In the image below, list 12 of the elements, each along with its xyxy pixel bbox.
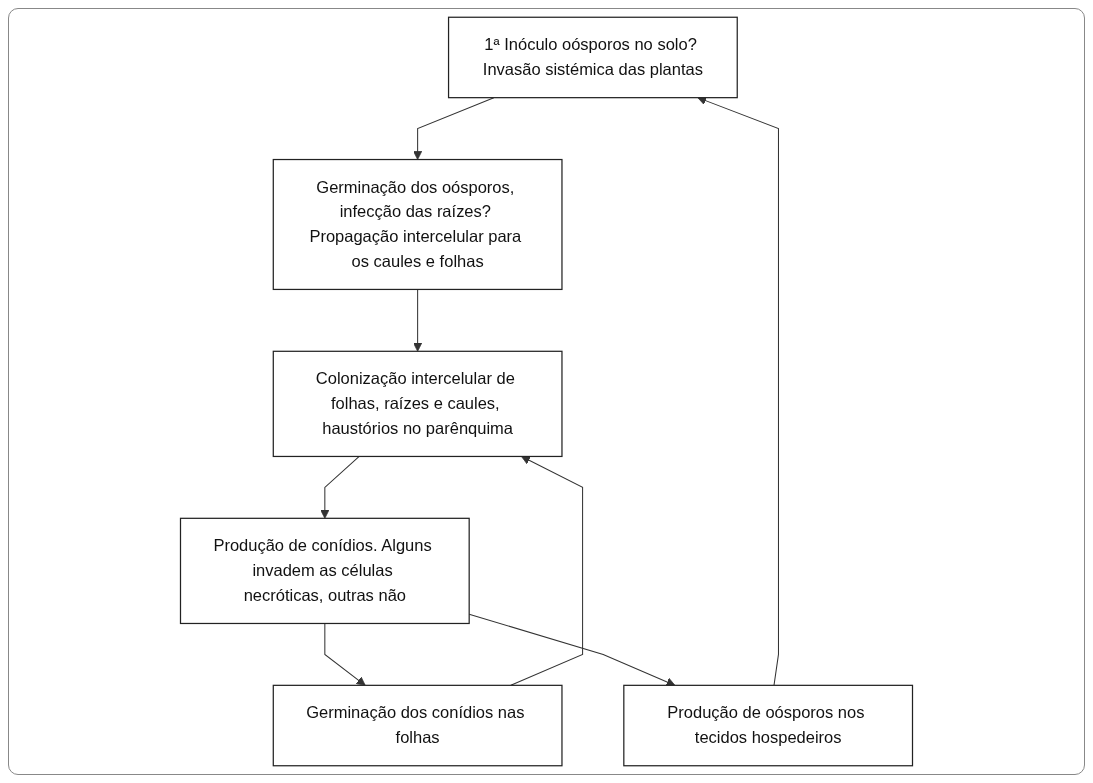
node-box: Colonização intercelular de folhas, raízes e caules, haustórios no parênquima bbox=[272, 350, 563, 458]
arrow bbox=[510, 456, 584, 686]
arrow bbox=[413, 288, 423, 352]
arrow bbox=[413, 97, 495, 160]
node-box: Produção de oósporos nos tecidos hospedeiros bbox=[623, 684, 914, 767]
arrow bbox=[320, 455, 360, 519]
node-box: Produção de conídios. Alguns invadem as células necróticas, outras não bbox=[179, 517, 470, 625]
node-box: 1ª Inóculo oósporos no solo? Invasão sistémica das plantas bbox=[447, 16, 738, 99]
node-box: Germinação dos conídios nas folhas bbox=[272, 684, 563, 767]
arrow bbox=[697, 96, 779, 686]
node-box: Germinação dos oósporos, infecção das raízes? Propagação intercelular para os caules e folhas bbox=[272, 158, 563, 291]
arrow bbox=[324, 622, 366, 686]
